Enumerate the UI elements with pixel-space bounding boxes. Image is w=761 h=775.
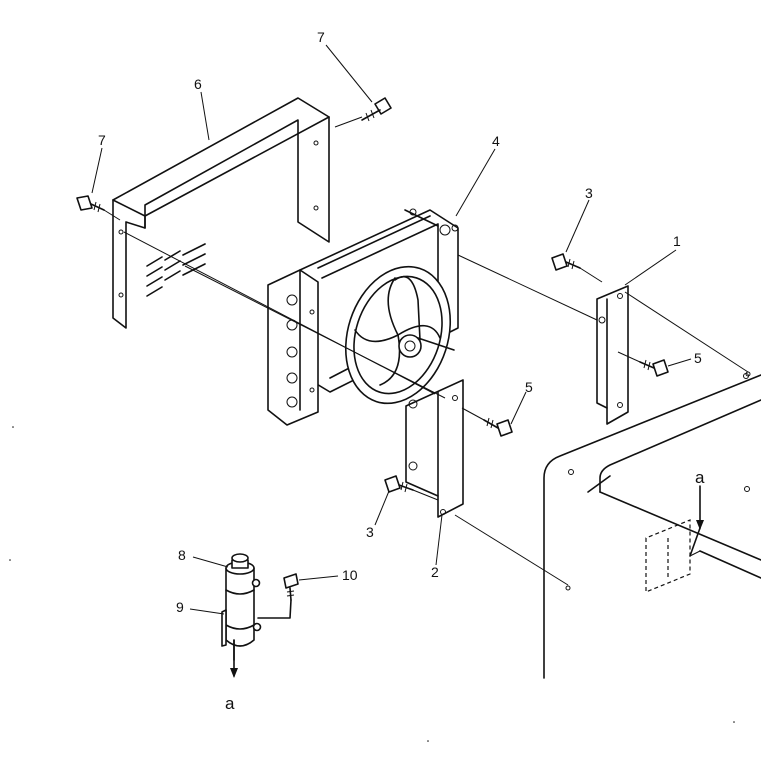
reference-label-a-top: a	[695, 468, 705, 487]
cover-panel-part-6	[112, 97, 330, 329]
reference-label-a-bottom: a	[225, 694, 235, 713]
callout-10: 10	[342, 567, 358, 583]
bracket-part-2	[405, 379, 464, 518]
bolt-icon	[639, 359, 669, 377]
bolt-icon	[551, 253, 581, 271]
reference-arrow-a-top	[696, 485, 704, 530]
callout-1: 1	[673, 233, 681, 249]
receiver-drier-icon	[221, 553, 262, 661]
reference-arrow-a-bottom	[230, 639, 238, 678]
callout-5-mid: 5	[525, 379, 533, 395]
fan-icon	[344, 265, 455, 405]
bolt-icon	[283, 573, 299, 601]
callout-6: 6	[194, 76, 202, 92]
bracket-part-1	[596, 285, 629, 425]
callout-9: 9	[176, 599, 184, 615]
callout-7-top: 7	[317, 29, 325, 45]
callout-5-right: 5	[694, 350, 702, 366]
scan-specks	[9, 426, 735, 742]
callout-3-lower: 3	[366, 524, 374, 540]
cover-louvres	[146, 243, 206, 297]
callout-4: 4	[492, 133, 500, 149]
assembly-lines	[103, 116, 751, 591]
condenser-fan-assembly-part-4	[267, 208, 459, 426]
callout-2: 2	[431, 564, 439, 580]
callout-8: 8	[178, 547, 186, 563]
callout-7-left: 7	[98, 132, 106, 148]
callout-3-right: 3	[585, 185, 593, 201]
mounting-panel	[543, 373, 761, 679]
bolt-icon	[384, 475, 414, 493]
bolt-icon	[76, 195, 105, 213]
leader-lines	[91, 44, 692, 615]
bolt-icon	[361, 97, 392, 122]
bolt-icon	[483, 417, 513, 437]
